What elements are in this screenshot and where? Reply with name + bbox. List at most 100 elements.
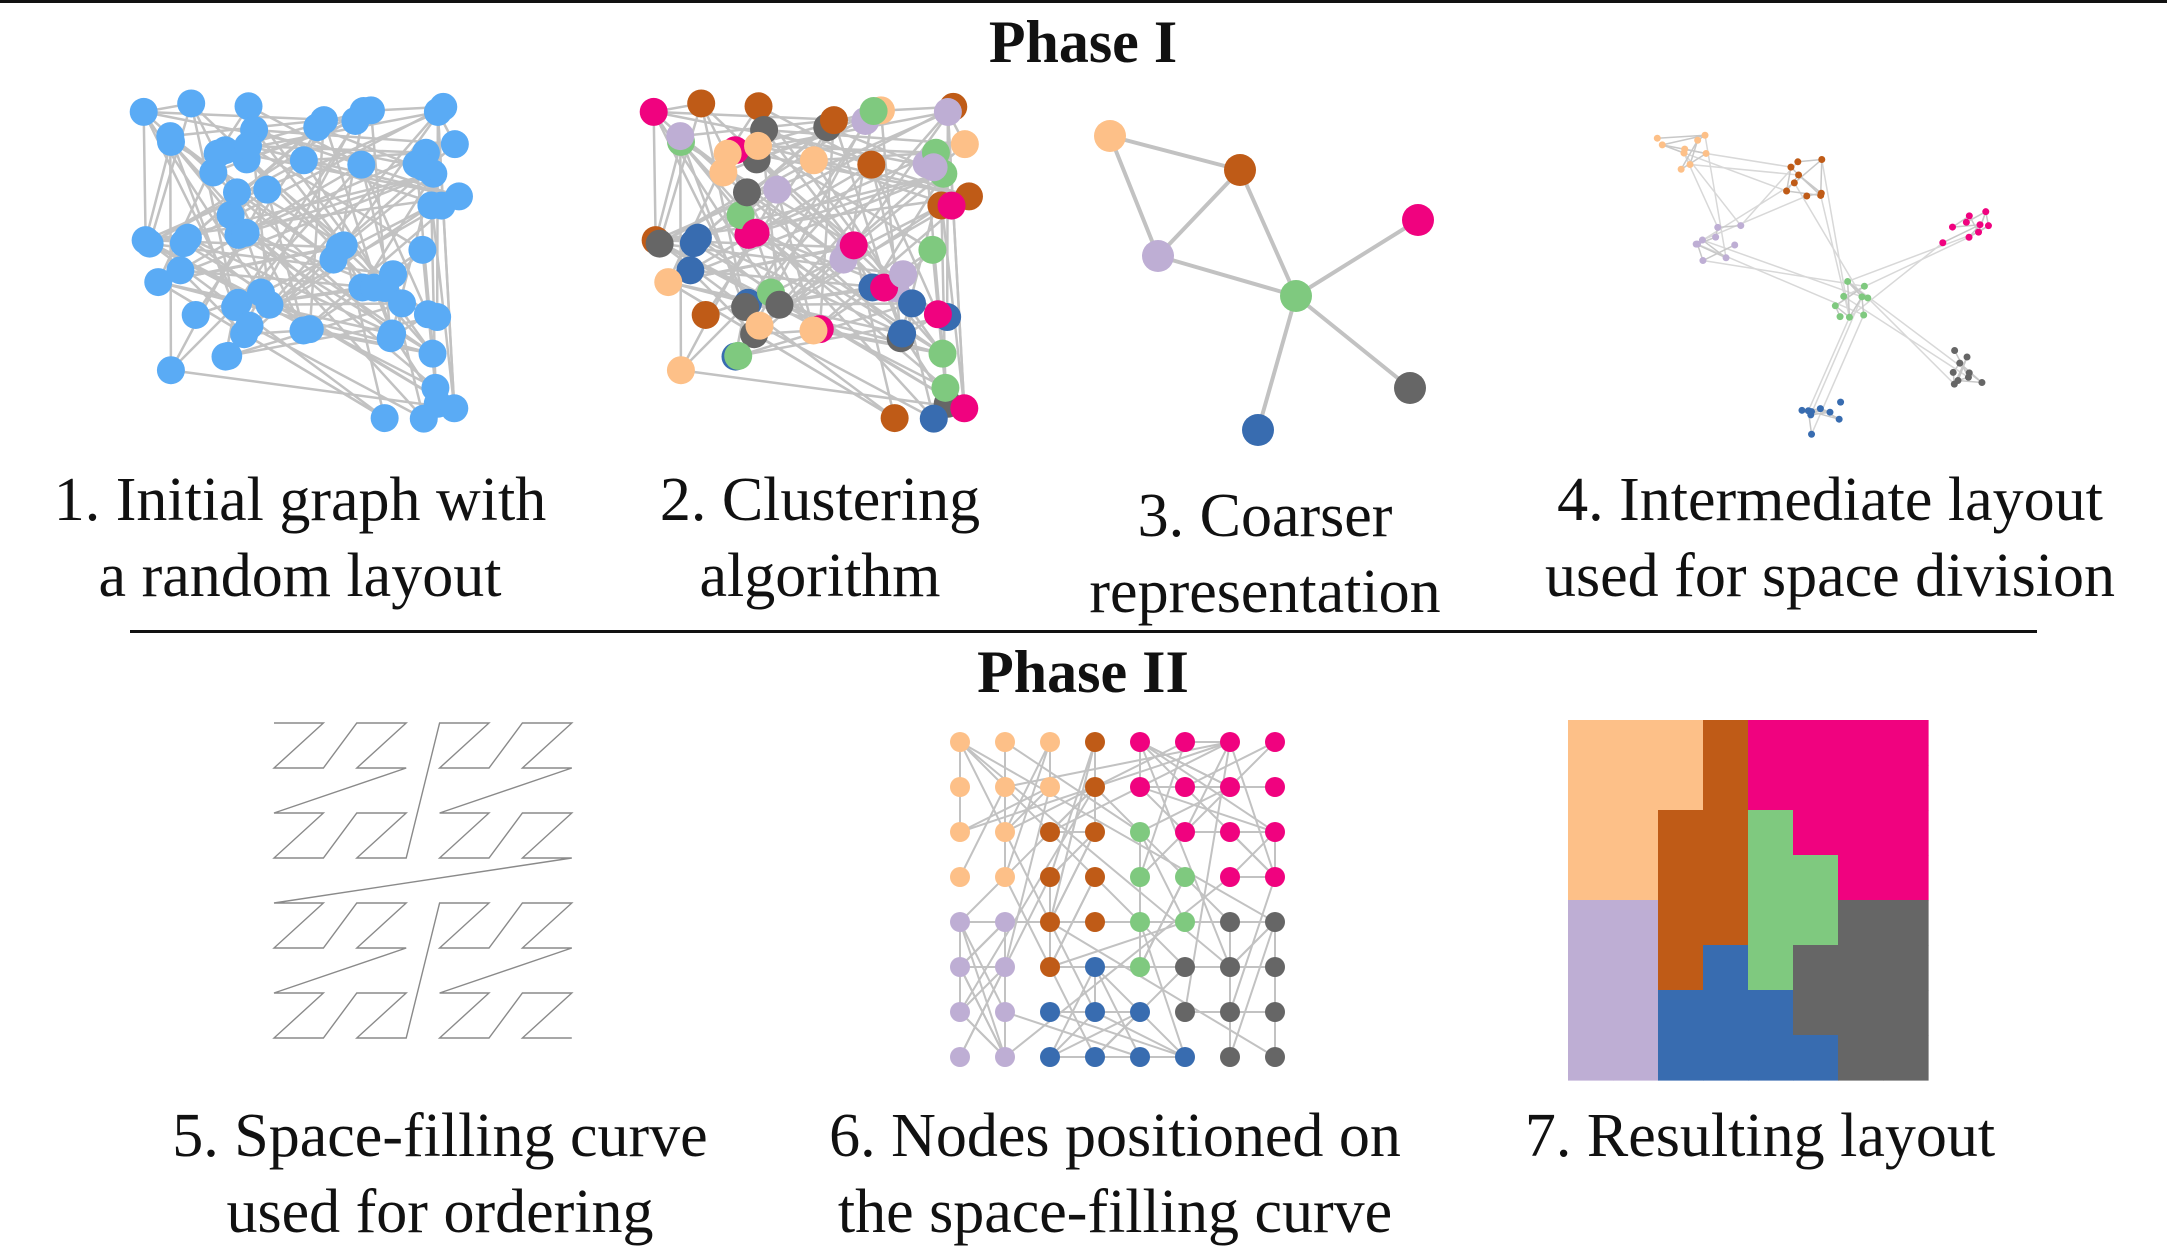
intermediate-edge xyxy=(1741,162,1798,226)
graph-node xyxy=(223,178,251,206)
intermediate-node xyxy=(1803,192,1810,199)
graph-node xyxy=(441,130,469,158)
region-cell-lavender xyxy=(1568,1035,1614,1081)
graph-node xyxy=(235,312,263,340)
graph-node xyxy=(414,300,442,328)
graph-node xyxy=(934,98,962,126)
graph-node xyxy=(144,268,172,296)
intermediate-node xyxy=(1982,208,1989,215)
graph-node xyxy=(860,97,888,125)
grid-node xyxy=(995,912,1015,932)
intermediate-node xyxy=(1818,156,1825,163)
graph-node xyxy=(199,158,227,186)
grid-edge xyxy=(1005,742,1050,877)
region-cell-green xyxy=(1793,900,1839,946)
region-cell-lavender xyxy=(1568,945,1614,991)
graph-node xyxy=(763,176,791,204)
grid-edge xyxy=(1230,742,1275,877)
step-7-caption: 7. Resulting layout xyxy=(1450,1098,2070,1174)
grid-edge xyxy=(1050,922,1185,967)
graph-node xyxy=(371,404,399,432)
grid-node xyxy=(1265,777,1285,797)
intermediate-node xyxy=(1687,161,1694,168)
coarse-node-navy xyxy=(1242,414,1274,446)
initial-graph-panel xyxy=(120,70,480,470)
grid-node xyxy=(1040,867,1060,887)
grid-node xyxy=(1265,822,1285,842)
intermediate-node xyxy=(1714,224,1721,231)
intermediate-node xyxy=(1977,221,1984,228)
coarse-edge xyxy=(1296,220,1418,296)
region-cell-magenta xyxy=(1883,855,1929,901)
grid-node xyxy=(1265,912,1285,932)
intermediate-node xyxy=(1680,150,1687,157)
coarse-edge xyxy=(1258,296,1296,430)
intermediate-node xyxy=(1965,374,1972,381)
intermediate-edge xyxy=(1798,160,1822,162)
graph-node xyxy=(347,151,375,179)
intermediate-node xyxy=(1939,239,1946,246)
grid-node xyxy=(1220,777,1240,797)
intermediate-node xyxy=(1808,408,1815,415)
graph-node xyxy=(765,291,793,319)
graph-node xyxy=(419,340,447,368)
grid-node xyxy=(1175,1047,1195,1067)
step-5-line1: 5. Space-filling curve xyxy=(140,1098,740,1174)
graph-node xyxy=(654,268,682,296)
grid-node xyxy=(1265,867,1285,887)
grid-node xyxy=(1040,777,1060,797)
grid-node xyxy=(995,957,1015,977)
graph-node xyxy=(408,236,436,264)
grid-node xyxy=(1085,867,1105,887)
top-rule xyxy=(0,0,2167,3)
region-cell-magenta xyxy=(1793,765,1839,811)
graph-node xyxy=(889,260,917,288)
grid-node xyxy=(1220,957,1240,977)
grid-node xyxy=(1130,777,1150,797)
coarse-node-magenta xyxy=(1402,204,1434,236)
graph-node xyxy=(177,89,205,117)
coarse-node-peach xyxy=(1094,120,1126,152)
region-cell-lavender xyxy=(1613,1035,1659,1081)
grid-node xyxy=(1130,957,1150,977)
region-cell-magenta xyxy=(1838,720,1884,766)
space-filling-curve-panel xyxy=(262,715,652,1085)
region-cell-brown xyxy=(1658,810,1704,856)
step-7-line2: 7. Resulting layout xyxy=(1450,1098,2070,1174)
grid-node xyxy=(995,867,1015,887)
region-cell-navy xyxy=(1658,990,1704,1036)
intermediate-node xyxy=(1964,354,1971,361)
grid-node xyxy=(1085,912,1105,932)
graph-node xyxy=(898,289,926,317)
region-cell-peach xyxy=(1658,765,1704,811)
region-cell-magenta xyxy=(1838,855,1884,901)
intermediate-node xyxy=(1791,179,1798,186)
intermediate-node xyxy=(1723,254,1730,261)
grid-node xyxy=(995,732,1015,752)
graph-node xyxy=(440,394,468,422)
graph-node xyxy=(820,106,848,134)
intermediate-node xyxy=(1654,135,1661,142)
region-cell-magenta xyxy=(1748,720,1794,766)
graph-edge xyxy=(654,112,656,240)
intermediate-node xyxy=(1846,314,1853,321)
region-cell-brown xyxy=(1703,765,1749,811)
intermediate-node xyxy=(1794,158,1801,165)
intermediate-node xyxy=(1731,241,1738,248)
grid-node xyxy=(1040,1047,1060,1067)
step-4-line1: 4. Intermediate layout xyxy=(1500,462,2160,538)
grid-node xyxy=(1220,867,1240,887)
region-cell-magenta xyxy=(1883,720,1929,766)
region-cell-brown xyxy=(1703,720,1749,766)
region-cell-peach xyxy=(1568,855,1614,901)
graph-node xyxy=(130,98,158,126)
intermediate-node xyxy=(1787,164,1794,171)
intermediate-node xyxy=(1949,224,1956,231)
grid-node xyxy=(1085,1002,1105,1022)
region-cell-brown xyxy=(1658,900,1704,946)
step-3-line1: 3. Coarser xyxy=(1060,478,1470,554)
region-cell-navy xyxy=(1793,1035,1839,1081)
region-cell-green xyxy=(1748,810,1794,856)
coarse-edge xyxy=(1110,136,1158,256)
intermediate-edge xyxy=(1868,298,1955,384)
